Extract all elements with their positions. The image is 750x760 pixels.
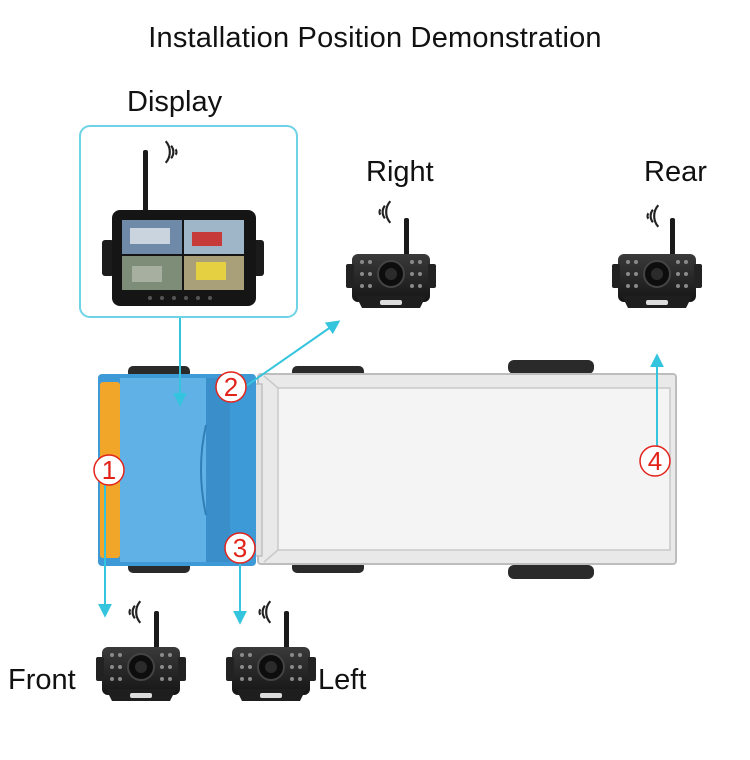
camera-icon	[226, 609, 316, 703]
right-label: Right	[366, 156, 434, 188]
position-markers: 1 2 3 4	[93, 371, 671, 564]
marker-1: 1	[102, 455, 116, 485]
camera-front	[96, 600, 186, 703]
display-panel	[79, 125, 298, 318]
monitor-icon	[102, 140, 264, 306]
truck-top-view	[98, 360, 677, 579]
marker-4: 4	[648, 446, 662, 476]
camera-icon	[612, 216, 702, 310]
page-title: Installation Position Demonstration	[148, 22, 602, 54]
camera-icon	[346, 216, 436, 310]
wifi-signal-icon	[128, 600, 142, 624]
camera-right	[346, 200, 436, 310]
marker-2: 2	[224, 372, 238, 402]
wifi-signal-icon	[258, 600, 272, 624]
left-label: Left	[318, 664, 367, 696]
display-label: Display	[127, 86, 223, 118]
truck-cab	[98, 374, 256, 566]
connection-arrows	[98, 318, 664, 625]
wifi-signal-icon	[378, 200, 392, 224]
front-label: Front	[8, 664, 76, 696]
rear-label: Rear	[644, 156, 707, 188]
marker-3: 3	[233, 533, 247, 563]
camera-rear	[612, 204, 702, 310]
wifi-signal-icon	[646, 204, 660, 228]
camera-icon	[96, 609, 186, 703]
